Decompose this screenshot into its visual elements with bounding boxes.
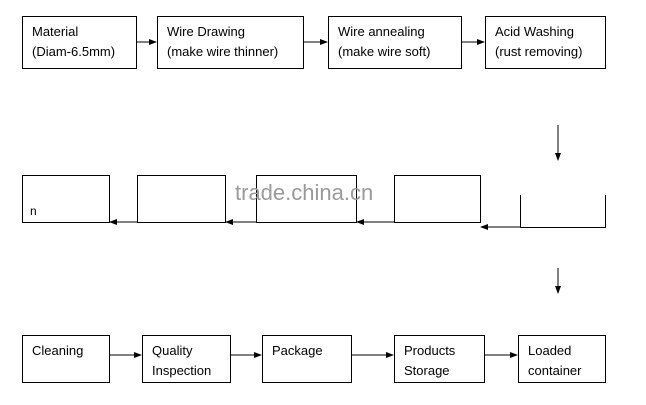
step-wire-annealing: Wire annealing (make wire soft) xyxy=(328,16,462,69)
step-title: Package xyxy=(272,343,323,358)
step-title: Cleaning xyxy=(32,343,84,358)
step-package: Package xyxy=(262,335,352,383)
step-title: Acid Washing xyxy=(495,24,574,39)
step-note: container xyxy=(528,363,582,378)
step-blank-2 xyxy=(137,175,226,223)
step-title: Products xyxy=(404,343,456,358)
step-cleaning: Cleaning xyxy=(22,335,110,383)
step-loaded-container: Loaded container xyxy=(518,335,606,383)
step-title: Wire annealing xyxy=(338,24,425,39)
step-blank-3 xyxy=(256,175,357,223)
step-title: Material xyxy=(32,24,79,39)
step-note: Storage xyxy=(404,363,450,378)
step-title: Wire Drawing xyxy=(167,24,246,39)
step-note: (rust removing) xyxy=(495,44,583,59)
step-material: Material (Diam-6.5mm) xyxy=(22,16,137,69)
step-note: Inspection xyxy=(152,363,212,378)
step-note: (Diam-6.5mm) xyxy=(32,44,116,59)
step-note: (make wire soft) xyxy=(338,44,431,59)
step-title: Quality xyxy=(152,343,193,358)
step-blank-5 xyxy=(520,195,606,228)
step-blank-4 xyxy=(394,175,481,223)
step-acid-washing: Acid Washing (rust removing) xyxy=(485,16,606,69)
watermark: trade.china.cn xyxy=(235,180,374,205)
step-wire-drawing: Wire Drawing (make wire thinner) xyxy=(157,16,304,69)
step-note: (make wire thinner) xyxy=(167,44,279,59)
middle-fragment-text: n xyxy=(30,204,37,218)
step-title: Loaded xyxy=(528,343,572,358)
step-blank-1 xyxy=(22,175,110,223)
